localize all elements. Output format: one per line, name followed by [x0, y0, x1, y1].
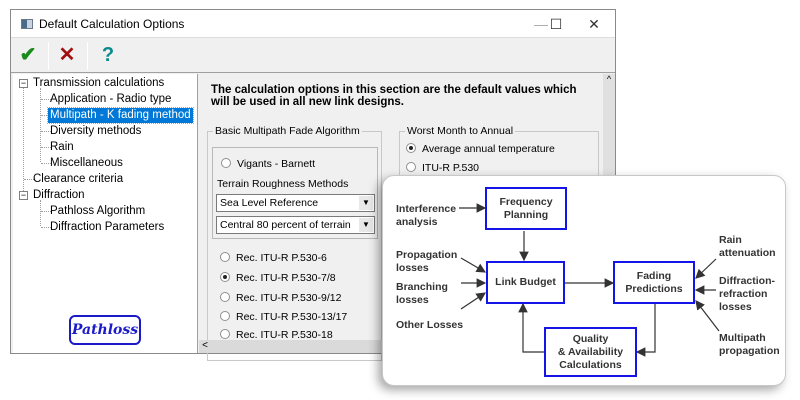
collapse-icon[interactable]: − — [19, 190, 28, 200]
label-other-losses: Other Losses — [396, 319, 464, 331]
close-button[interactable]: ✕ — [588, 16, 600, 32]
group-legend: Worst Month to Annual — [405, 125, 516, 137]
collapse-icon[interactable]: − — [19, 78, 28, 88]
toolbar-separator — [87, 42, 88, 70]
box-link-budget: Link Budget — [486, 261, 565, 304]
intro-text: The calculation options in this section … — [211, 84, 577, 108]
tree-item-transmission-calculations[interactable]: Transmission calculations — [33, 77, 165, 89]
radio-p530-18[interactable]: Rec. ITU-R P.530-18 — [220, 329, 333, 341]
options-tree: − Transmission calculations Application … — [13, 74, 198, 353]
toolbar-separator — [48, 42, 49, 70]
tree-item-pathloss-algorithm[interactable]: Pathloss Algorithm — [50, 205, 146, 217]
label-rain: Rain attenuation — [719, 234, 776, 259]
arrow-rain — [695, 258, 717, 279]
radio-vigants-barnett[interactable]: Vigants - Barnett — [221, 158, 315, 170]
terrain-label: Terrain Roughness Methods — [217, 178, 349, 190]
arrow-fading-to-quality — [635, 304, 656, 357]
minimize-button[interactable]: — — [534, 16, 548, 32]
app-icon — [21, 19, 33, 29]
maximize-button[interactable]: ☐ — [549, 16, 563, 32]
scroll-left-icon[interactable]: < — [202, 340, 208, 351]
question-icon[interactable]: ? — [101, 44, 115, 66]
box-fading-predictions: Fading Predictions — [613, 261, 695, 304]
vigants-subgroup: Vigants - Barnett Terrain Roughness Meth… — [212, 147, 378, 239]
worst-month-group: Worst Month to Annual Average annual tem… — [399, 125, 599, 191]
radio-average-annual-temperature[interactable]: Average annual temperature — [406, 143, 555, 155]
terrain-range-select[interactable]: Central 80 percent of terrain▼ — [216, 216, 375, 234]
tree-item-diversity-methods[interactable]: Diversity methods — [50, 125, 142, 137]
arrow-multipath — [695, 300, 720, 332]
radio-p530-7-8[interactable]: Rec. ITU-R P.530-7/8 — [220, 272, 336, 284]
tree-item-diffraction[interactable]: Diffraction — [33, 189, 85, 201]
radio-itu-r-p530[interactable]: ITU-R P.530 — [406, 162, 479, 174]
basic-multipath-group: Basic Multipath Fade Algorithm Vigants -… — [207, 125, 382, 361]
arrow-other — [460, 292, 486, 310]
window-title: Default Calculation Options — [39, 17, 185, 31]
label-interference: Interference analysis — [396, 203, 457, 228]
checkmark-icon[interactable]: ✔ — [19, 44, 37, 66]
tree-item-multipath-k-fading[interactable]: Multipath - K fading method — [47, 107, 194, 124]
tree-item-diffraction-parameters[interactable]: Diffraction Parameters — [50, 221, 165, 233]
arrow-quality-to-budget — [518, 302, 544, 353]
tree-item-application-radio-type[interactable]: Application - Radio type — [50, 93, 172, 105]
box-frequency-planning: Frequency Planning — [485, 187, 567, 230]
pathloss-logo: Pathloss — [69, 315, 141, 345]
label-multipath: Multipath propagation — [719, 332, 780, 357]
tree-item-miscellaneous[interactable]: Miscellaneous — [50, 157, 123, 169]
terrain-method-select[interactable]: Sea Level Reference▼ — [216, 194, 375, 212]
group-legend: Basic Multipath Fade Algorithm — [213, 125, 362, 137]
radio-p530-9-12[interactable]: Rec. ITU-R P.530-9/12 — [220, 292, 341, 304]
toolbar: ✔ ✕ ? — [11, 38, 615, 73]
tree-item-rain[interactable]: Rain — [50, 141, 74, 153]
x-icon[interactable]: ✕ — [58, 44, 76, 66]
radio-p530-13-17[interactable]: Rec. ITU-R P.530-13/17 — [220, 311, 347, 323]
diagram-arrows — [459, 203, 720, 357]
radio-p530-6[interactable]: Rec. ITU-R P.530-6 — [220, 252, 327, 264]
label-diffraction: Diffraction- refraction losses — [719, 275, 775, 313]
chevron-down-icon: ▼ — [359, 196, 373, 210]
title-bar: Default Calculation Options — ☐ ✕ — [11, 10, 615, 38]
label-propagation: Propagation losses — [396, 249, 458, 274]
chevron-down-icon: ▼ — [359, 218, 373, 232]
box-quality-availability: Quality & Availability Calculations — [544, 327, 637, 377]
label-branching: Branching losses — [396, 281, 448, 306]
arrow-propagation — [460, 257, 487, 273]
tree-item-clearance-criteria[interactable]: Clearance criteria — [33, 173, 124, 185]
scroll-up-icon[interactable]: ^ — [606, 74, 612, 84]
link-design-diagram: Frequency Planning Link Budget Fading Pr… — [382, 175, 786, 386]
